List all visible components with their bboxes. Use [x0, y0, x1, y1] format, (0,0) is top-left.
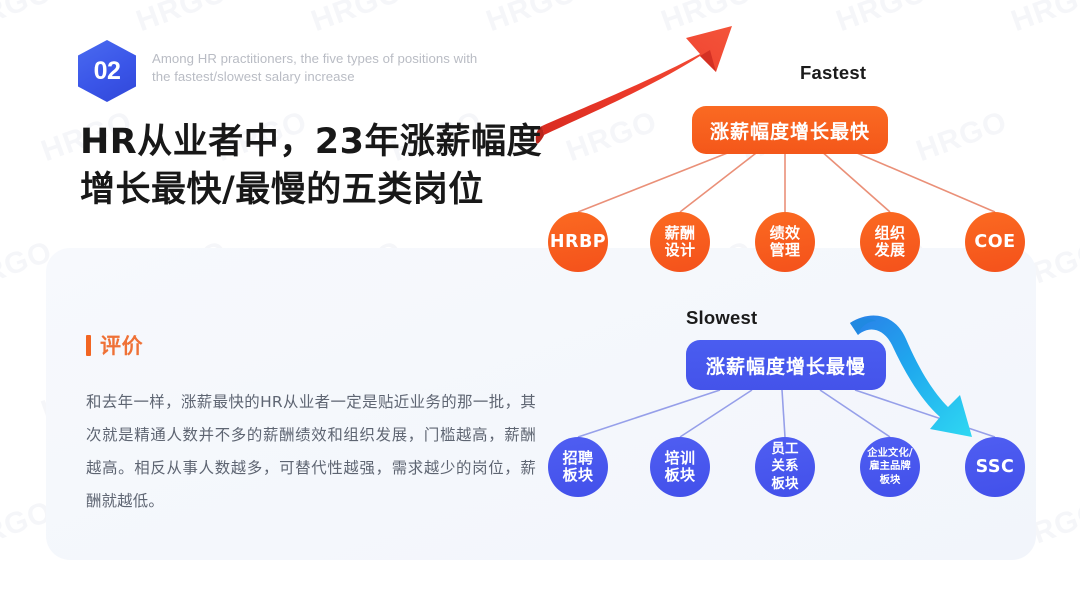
evaluation-content: 评价 和去年一样，涨薪最快的HR从业者一定是贴近业务的那一批，其次就是精通人数并…	[86, 330, 536, 518]
subtitle-english: Among HR practitioners, the five types o…	[152, 51, 478, 84]
slowest-node-2-line-1: 培训	[664, 448, 696, 467]
fastest-node-1-line-1: HRBP	[549, 231, 607, 252]
page-title-line-1: HR从业者中，23年涨薪幅度	[80, 122, 542, 162]
evaluation-title: 评价	[100, 334, 144, 358]
slowest-node-5[interactable]: SSC	[965, 437, 1025, 497]
page-title-line-2: 增长最快/最慢的五类岗位	[80, 170, 484, 210]
fastest-node-5-line-1: COE	[974, 231, 1016, 252]
fastest-node-3-line-2: 管理	[769, 241, 801, 259]
cyan-down-arrow-icon	[850, 315, 972, 437]
slide-header: 02 Among HR practitioners, the five type…	[78, 40, 482, 102]
watermark-text: HRGO	[307, 0, 407, 39]
accent-bar-icon	[86, 334, 91, 356]
slowest-node-1-line-1: 招聘	[562, 448, 594, 467]
fastest-node-3[interactable]: 绩效 管理	[755, 212, 815, 272]
slowest-node-3[interactable]: 员工 关系 板块	[755, 437, 815, 497]
slowest-node-4[interactable]: 企业文化/ 雇主品牌 板块	[860, 437, 920, 497]
fastest-node-2[interactable]: 薪酬 设计	[650, 212, 710, 272]
evaluation-body-text: 和去年一样，涨薪最快的HR从业者一定是贴近业务的那一批，其次就是精通人数并不多的…	[86, 393, 536, 510]
fastest-node-4-line-1: 组织	[874, 223, 906, 242]
slowest-node-3-line-2: 关系	[771, 458, 799, 475]
slowest-node-5-line-1: SSC	[975, 456, 1015, 477]
page-title: HR从业者中，23年涨薪幅度 增长最快/最慢的五类岗位	[80, 118, 542, 214]
section-number-label: 02	[93, 56, 121, 85]
slowest-node-2-line-2: 板块	[664, 466, 696, 484]
slowest-connectors	[577, 389, 996, 438]
diagram-fastest: Fastest 涨薪幅度增长最快 HRBP 薪酬 设计 绩效 管理 组织 发展	[520, 10, 1080, 290]
fastest-label: Fastest	[800, 62, 867, 83]
evaluation-card	[46, 248, 1036, 560]
slowest-label: Slowest	[686, 307, 758, 328]
evaluation-heading: 评价	[86, 330, 536, 360]
slowest-node-4-line-1: 企业文化/	[867, 447, 913, 460]
fastest-hub-box[interactable]: 涨薪幅度增长最快	[692, 106, 888, 154]
diagram-slowest: Slowest 涨薪幅度增长最慢 招聘 板块 培训 板块 员工 关系 板块	[520, 295, 1080, 540]
red-up-arrow-icon	[535, 26, 732, 144]
slowest-node-3-line-3: 板块	[771, 475, 799, 492]
fastest-node-4-line-2: 发展	[874, 241, 906, 259]
slowest-diagram-graphics	[577, 315, 996, 438]
fastest-node-3-line-1: 绩效	[769, 223, 801, 242]
watermark-text: HRGO	[132, 0, 232, 39]
slowest-node-1-line-2: 板块	[562, 466, 594, 484]
fastest-node-5[interactable]: COE	[965, 212, 1025, 272]
fastest-node-2-line-2: 设计	[664, 241, 696, 259]
slowest-node-4-line-3: 板块	[879, 473, 901, 486]
watermark-text: HRGO	[0, 0, 57, 39]
slowest-node-3-line-1: 员工	[771, 441, 799, 458]
slowest-hub-box[interactable]: 涨薪幅度增长最慢	[686, 340, 886, 390]
fastest-node-2-line-1: 薪酬	[664, 223, 696, 242]
fastest-diagram-graphics	[535, 26, 996, 213]
fastest-node-4[interactable]: 组织 发展	[860, 212, 920, 272]
section-number-badge: 02	[78, 40, 136, 102]
slowest-node-2[interactable]: 培训 板块	[650, 437, 710, 497]
fastest-connectors	[577, 149, 996, 213]
slowest-node-1[interactable]: 招聘 板块	[548, 437, 608, 497]
slowest-node-4-line-2: 雇主品牌	[869, 460, 911, 473]
fastest-node-1[interactable]: HRBP	[548, 212, 608, 272]
